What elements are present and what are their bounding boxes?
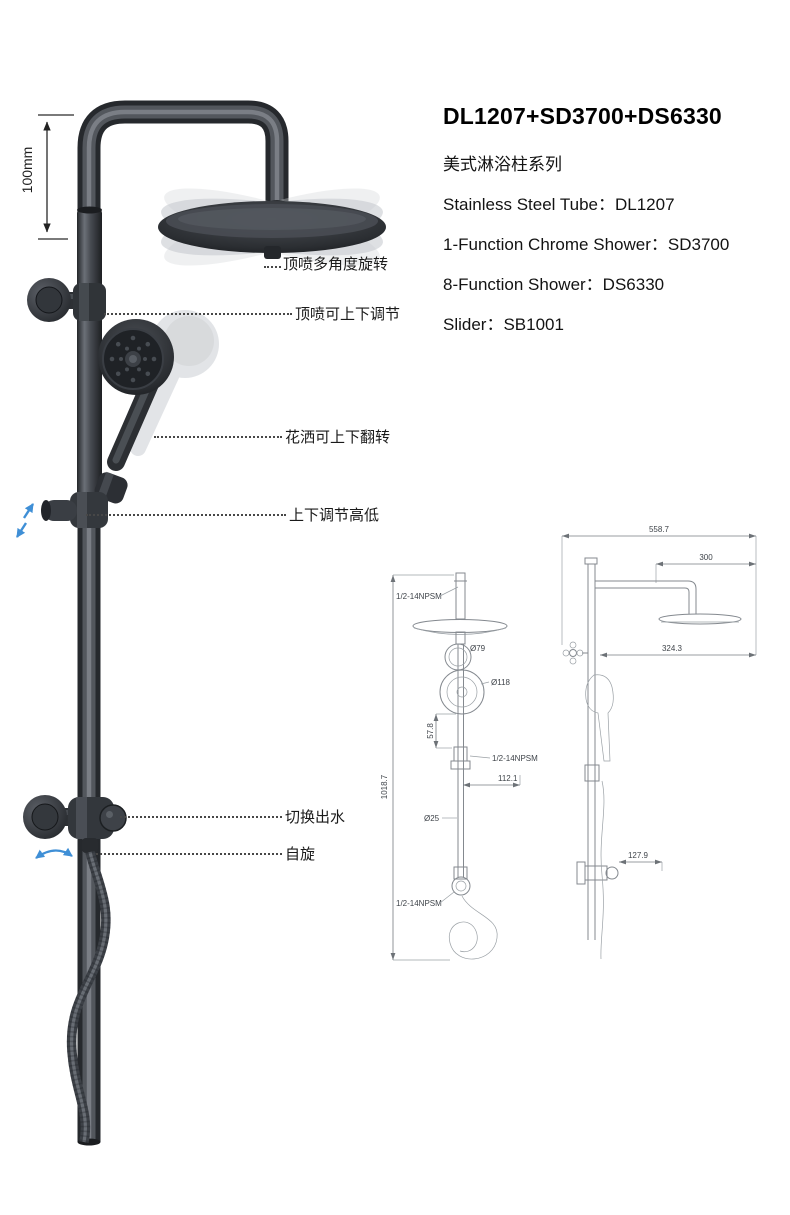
cad-dim-112-1: 112.1 [498, 774, 518, 783]
leader-top-spray-adjust [104, 313, 292, 315]
upper-wall-bracket [27, 278, 106, 322]
cad-dim-558-7: 558.7 [649, 525, 670, 534]
cad-cross-handle [562, 641, 588, 665]
diverter-assembly [23, 795, 127, 853]
callout-self-rotate: 自旋 [285, 846, 316, 863]
shower-frame [77, 100, 289, 1146]
cad-dia-25: Ø25 [424, 814, 440, 823]
spec-line-tube: Stainless Steel Tube：DL1207 [443, 195, 675, 214]
spec-line-slider: Slider：SB1001 [443, 315, 564, 334]
leader-slider-adjust [86, 514, 286, 516]
spray-nozzles [109, 335, 157, 383]
cad-side-view: 558.7 300 324.3 [561, 525, 757, 960]
series-name: 美式淋浴柱系列 [443, 155, 562, 174]
cad-dia-79: Ø79 [470, 644, 486, 653]
callout-hand-shower-flip: 花洒可上下翻转 [285, 429, 391, 446]
callout-slider-adjust: 上下调节高低 [289, 507, 380, 524]
cad-dim-300: 300 [699, 553, 713, 562]
cad-front-view: 1018.7 1/2-14NPSM Ø79 Ø118 [380, 572, 538, 961]
leader-top-spray-rotate [264, 266, 281, 268]
shower-illustration [15, 100, 386, 1146]
cad-dim-127-9: 127.9 [628, 851, 649, 860]
cad-drawings: 1018.7 1/2-14NPSM Ø79 Ø118 [380, 525, 757, 961]
hand-shower [98, 319, 174, 471]
dim-100mm [38, 114, 74, 240]
leader-self-rotate [96, 853, 282, 855]
cad-thread-bottom: 1/2-14NPSM [396, 899, 442, 908]
diverter-knob [100, 805, 126, 831]
callout-divert: 切换出水 [285, 809, 346, 826]
cad-thread-mid: 1/2-14NPSM [492, 754, 538, 763]
callout-top-spray-adjust: 顶喷可上下调节 [295, 306, 401, 323]
leader-hand-shower-flip [154, 436, 282, 438]
shower-hose [66, 850, 111, 1143]
rain-head-joint [264, 246, 281, 259]
cad-dim-57-8: 57.8 [426, 723, 435, 739]
cad-dia-118: Ø118 [491, 678, 511, 687]
slider-assembly [41, 471, 128, 528]
info-block: DL1207+SD3700+DS6330 美式淋浴柱系列 Stainless S… [443, 103, 788, 350]
cad-thread-top: 1/2-14NPSM [396, 592, 442, 601]
cad-dim-1018-7: 1018.7 [380, 774, 389, 799]
cad-dim-324-3: 324.3 [662, 644, 683, 653]
slider-knob [44, 500, 77, 521]
slider-direction-arrows-icon [15, 503, 35, 538]
spec-line-shower: 8-Function Shower：DS6330 [443, 275, 665, 294]
rain-shower-head [158, 188, 386, 266]
hand-shower-ghost [130, 310, 219, 456]
callout-top-spray-rotate: 顶喷多角度旋转 [283, 256, 389, 273]
rotation-arrow-icon [35, 847, 73, 859]
spec-line-chrome-shower: 1-Function Chrome Shower：SD3700 [443, 235, 730, 254]
leader-divert [120, 816, 282, 818]
dim-100mm-label: 100mm [19, 146, 35, 194]
product-title: DL1207+SD3700+DS6330 [443, 103, 722, 129]
tube-sleeve [77, 208, 102, 526]
